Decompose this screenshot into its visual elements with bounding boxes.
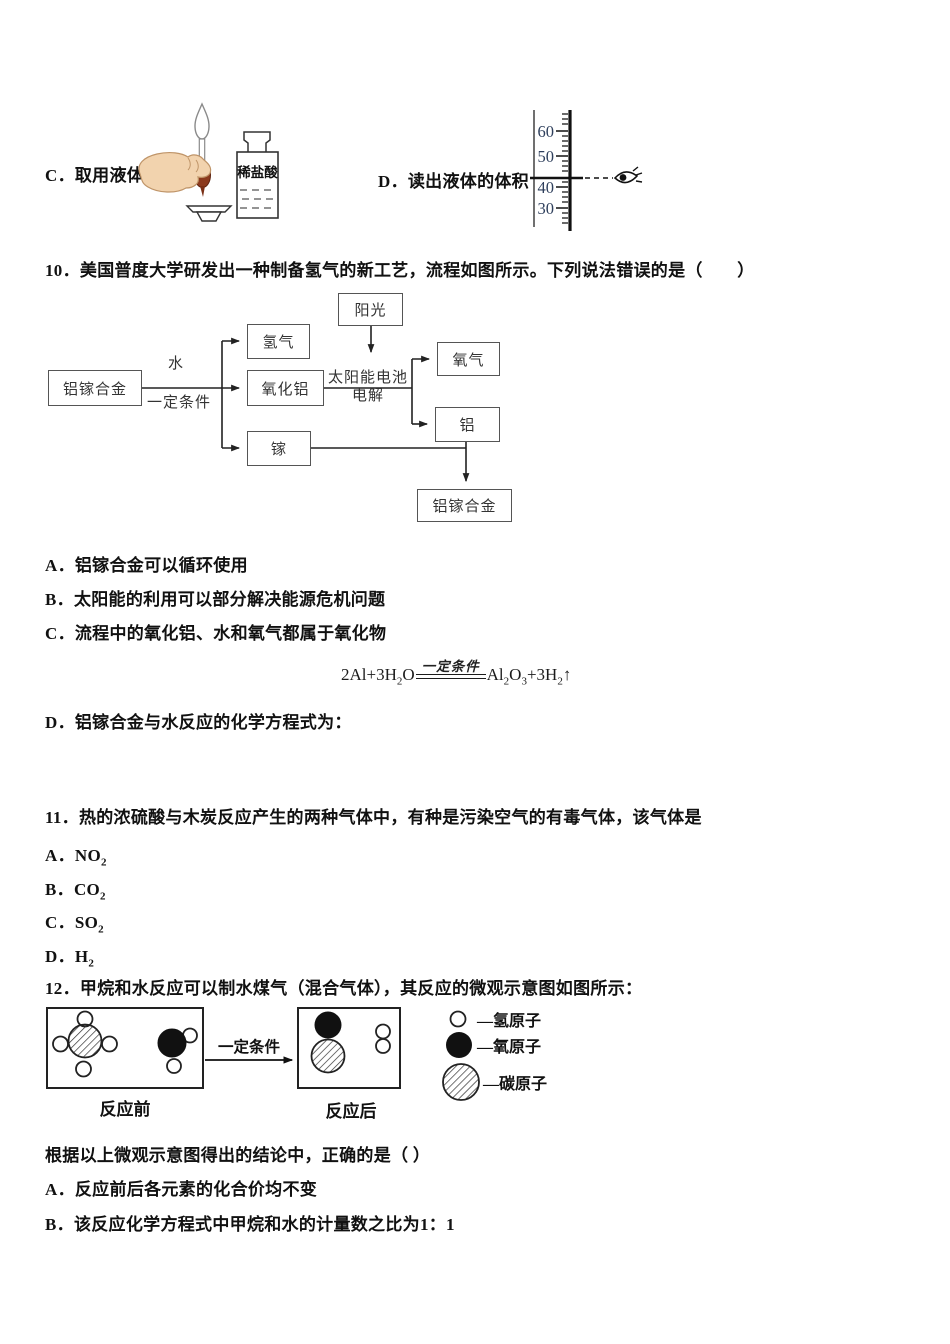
oxygen-atom-icon bbox=[446, 1032, 472, 1058]
flow-box-aluminium: 铝 bbox=[435, 407, 500, 442]
reaction-condition-label: 一定条件 bbox=[218, 1037, 281, 1056]
flow-box-gallium: 镓 bbox=[247, 431, 311, 466]
flowchart-connectors-icon bbox=[142, 326, 470, 483]
q9-option-d-label: D．读出液体的体积 bbox=[378, 172, 529, 191]
before-label: 反应前 bbox=[100, 1099, 151, 1119]
tick-50: 50 bbox=[538, 147, 555, 166]
dropper-tip-icon bbox=[200, 186, 205, 197]
q10-stem: 10．美国普度大学研发出一种制备氢气的新工艺，流程如图所示。下列说法错误的是（ … bbox=[45, 261, 755, 280]
flow-box-alloy-left: 铝镓合金 bbox=[48, 370, 142, 406]
q11-option-b: B．CO2 bbox=[45, 880, 106, 903]
flow-box-aluminium-oxide: 氧化铝 bbox=[247, 370, 324, 406]
dropper-glass-icon bbox=[194, 102, 210, 140]
tick-60: 60 bbox=[538, 122, 555, 141]
q10-option-a: A．铝镓合金可以循环使用 bbox=[45, 556, 248, 575]
legend: —氢原子 —氧原子 —碳原子 bbox=[442, 1010, 547, 1101]
after-label: 反应后 bbox=[326, 1101, 377, 1121]
q11-option-c: C．SO2 bbox=[45, 913, 104, 936]
dish-icon bbox=[185, 205, 233, 213]
hand-icon bbox=[138, 151, 212, 193]
q12-option-b: B．该反应化学方程式中甲烷和水的计量数之比为1：1 bbox=[45, 1215, 455, 1234]
bottle-body-icon bbox=[236, 151, 279, 219]
methane-molecule-icon bbox=[52, 1010, 118, 1078]
equation-products: Al2O3+3H2↑ bbox=[486, 665, 572, 688]
dish-base-icon bbox=[195, 211, 223, 222]
q12-micro-diagram: 一定条件 反应前 反应后 —氢原子 —氧原子 —碳原子 bbox=[46, 1007, 547, 1121]
q9-option-c-label: C．取用液体 bbox=[45, 166, 145, 185]
major-ticks-icon bbox=[556, 130, 568, 209]
flow-label-solar: 太阳能电池 电解 bbox=[322, 369, 414, 405]
bottle-label: 稀盐酸 bbox=[237, 164, 278, 180]
legend-hydrogen-label: —氢原子 bbox=[476, 1011, 541, 1030]
equation-condition-text: 一定条件 bbox=[421, 659, 480, 674]
q12-stem: 12．甲烷和水反应可以制水煤气（混合气体），其反应的微观示意图如图所示： bbox=[45, 979, 643, 998]
q10-option-b: B．太阳能的利用可以部分解决能源危机问题 bbox=[45, 590, 386, 609]
q11-stem: 11．热的浓硫酸与木炭反应产生的两种气体中，有种是污染空气的有毒气体，该气体是 bbox=[45, 808, 702, 827]
flow-box-hydrogen: 氢气 bbox=[247, 324, 310, 359]
legend-oxygen-label: —氧原子 bbox=[476, 1037, 541, 1056]
flow-label-condition: 一定条件 bbox=[146, 395, 211, 411]
finger-lines-icon bbox=[187, 157, 199, 173]
q12-followup: 根据以上微观示意图得出的结论中，正确的是（ ） bbox=[45, 1146, 431, 1165]
flow-box-alloy-bottom: 铝镓合金 bbox=[417, 489, 512, 522]
bottle-liquid-dashes-icon bbox=[240, 189, 276, 209]
flow-box-sunlight: 阳光 bbox=[338, 293, 403, 326]
carbon-monoxide-molecule-icon bbox=[310, 1011, 346, 1074]
liquid-pouring-figure: 稀盐酸 bbox=[138, 102, 279, 222]
tick-30: 30 bbox=[538, 199, 555, 218]
q10-option-d: D．铝镓合金与水反应的化学方程式为： bbox=[45, 713, 352, 732]
q10-flowchart: 阳光 氢气 铝镓合金 氧化铝 镓 氧气 铝 铝镓合金 水 一定条件 太阳能电池 … bbox=[45, 290, 525, 530]
eye-icon bbox=[613, 166, 643, 184]
graduated-cylinder-figure: 60 50 40 30 bbox=[530, 110, 643, 231]
q11-option-a: A．NO2 bbox=[45, 846, 107, 869]
equation-reactants: 2Al+3H2O bbox=[341, 665, 415, 688]
flow-label-solar-line1: 太阳能电池 bbox=[327, 370, 408, 386]
q12-option-a: A．反应前后各元素的化合价均不变 bbox=[45, 1180, 318, 1199]
equation-condition-bar: 一定条件 bbox=[415, 659, 486, 686]
chemical-equation: 2Al+3H2O 一定条件 Al2O3+3H2↑ bbox=[341, 659, 572, 688]
tick-40: 40 bbox=[538, 178, 555, 197]
after-box bbox=[297, 1007, 401, 1089]
q10-option-c: C．流程中的氧化铝、水和氧气都属于氧化物 bbox=[45, 624, 387, 643]
equals-double-line-icon bbox=[415, 674, 486, 679]
minor-ticks-icon bbox=[562, 113, 568, 224]
flow-box-oxygen: 氧气 bbox=[437, 342, 500, 376]
bottle-neck-icon bbox=[243, 131, 271, 152]
legend-carbon-label: —碳原子 bbox=[482, 1074, 547, 1093]
flow-label-solar-line2: 电解 bbox=[351, 388, 384, 404]
q11-option-d: D．H2 bbox=[45, 947, 95, 970]
carbon-atom-icon bbox=[442, 1063, 480, 1101]
water-molecule-icon bbox=[157, 1027, 198, 1074]
hydrogen-molecule-icon bbox=[375, 1023, 391, 1054]
hydrogen-atom-icon bbox=[449, 1010, 467, 1028]
flow-label-water: 水 bbox=[167, 356, 184, 372]
before-box bbox=[46, 1007, 204, 1089]
